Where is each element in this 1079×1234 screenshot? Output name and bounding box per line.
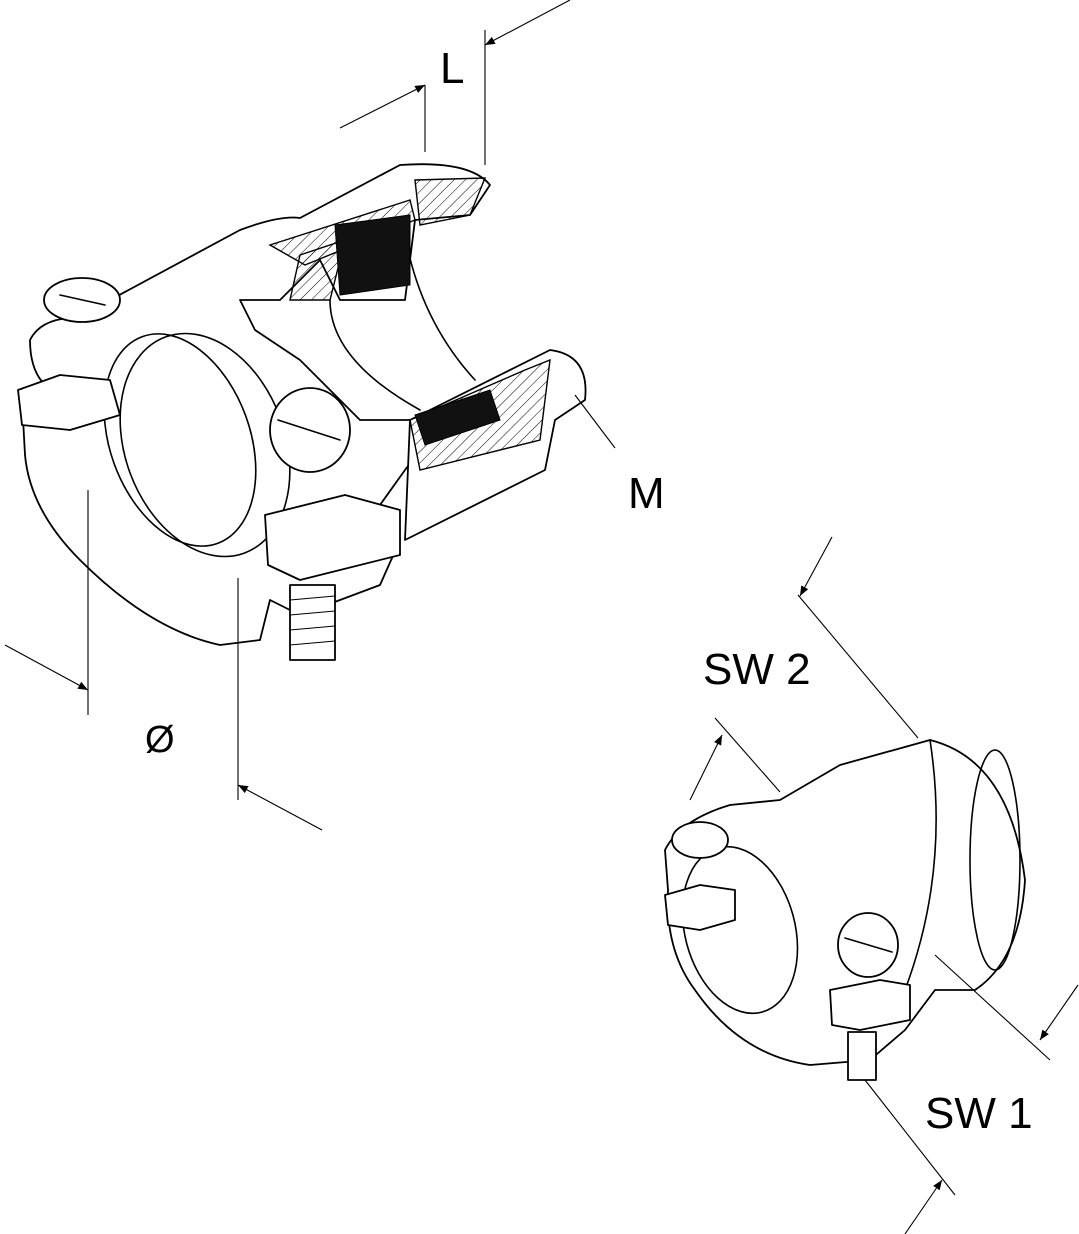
thread-leader-line xyxy=(574,394,616,449)
assembled-connector xyxy=(664,739,1026,1081)
sectioned-connector xyxy=(17,163,587,661)
label-diameter: Ø xyxy=(145,719,175,761)
label-thread: M xyxy=(628,469,665,518)
label-length: L xyxy=(440,44,464,93)
dimension-sw1 xyxy=(864,954,1079,1234)
dimension-L xyxy=(339,0,571,165)
dimension-diameter xyxy=(4,490,323,831)
dimension-sw2 xyxy=(689,536,919,801)
label-sw2: SW 2 xyxy=(703,645,811,694)
label-sw1: SW 1 xyxy=(925,1089,1033,1138)
